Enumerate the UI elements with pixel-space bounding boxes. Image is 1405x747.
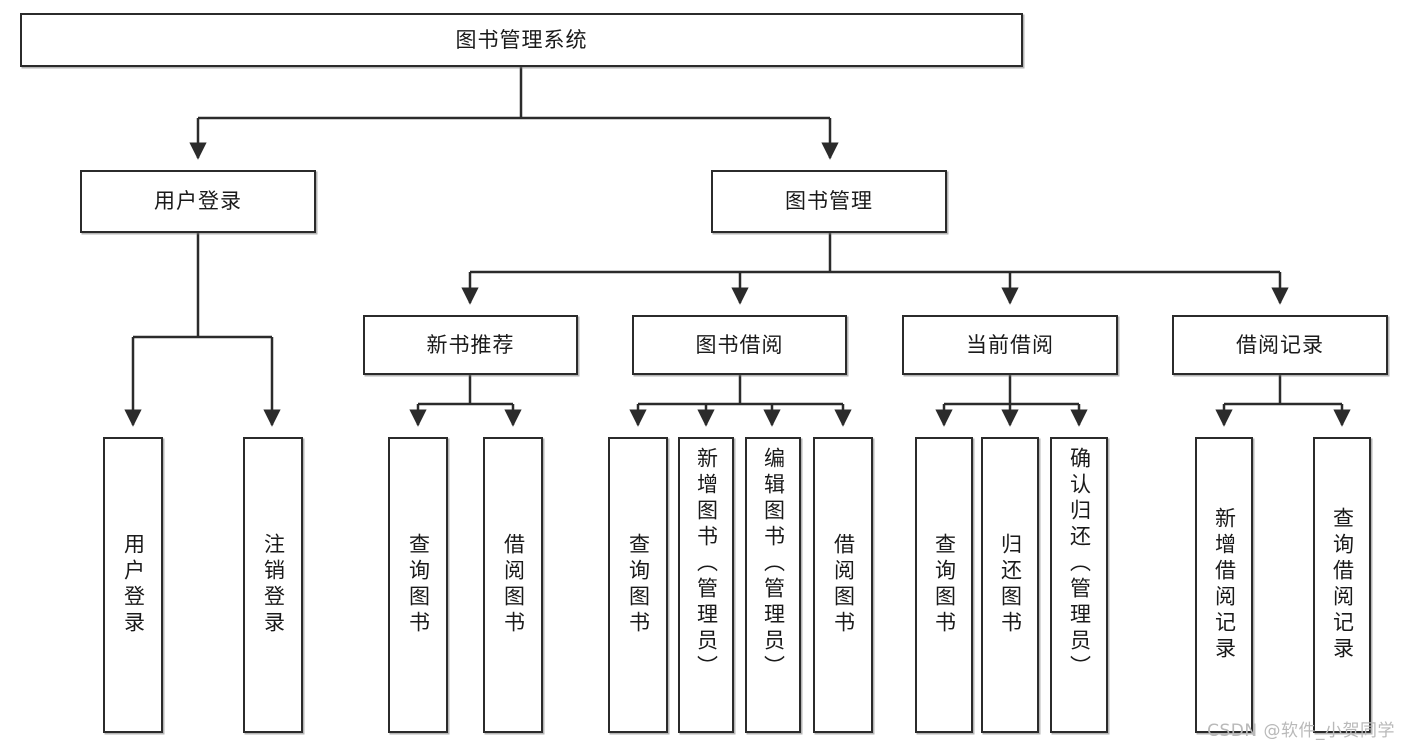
leaf-query-book-recommend[interactable]: 查询图书 [388, 437, 448, 733]
node-new-book-recommend[interactable]: 新书推荐 [363, 315, 578, 375]
node-label: 当前借阅 [966, 332, 1054, 357]
node-label: 新增图书（管理员） [694, 447, 719, 681]
node-label: 用户登录 [154, 189, 242, 214]
node-user-login[interactable]: 用户登录 [80, 170, 316, 233]
node-label: 图书管理 [785, 189, 873, 214]
node-label: 图书管理系统 [455, 27, 588, 52]
leaf-query-book-current[interactable]: 查询图书 [915, 437, 973, 733]
leaf-query-borrow-record[interactable]: 查询借阅记录 [1313, 437, 1371, 733]
node-label: 借阅记录 [1236, 332, 1324, 357]
leaf-add-book-admin[interactable]: 新增图书（管理员） [678, 437, 734, 733]
node-label: 用户登录 [121, 533, 146, 637]
node-label: 确认归还（管理员） [1067, 447, 1092, 681]
leaf-add-borrow-record[interactable]: 新增借阅记录 [1195, 437, 1253, 733]
node-label: 编辑图书（管理员） [761, 447, 786, 681]
leaf-query-book-borrow[interactable]: 查询图书 [608, 437, 668, 733]
node-current-borrow[interactable]: 当前借阅 [902, 315, 1118, 375]
leaf-logout[interactable]: 注销登录 [243, 437, 303, 733]
node-book-management[interactable]: 图书管理 [711, 170, 947, 233]
node-label: 新增借阅记录 [1212, 507, 1237, 663]
node-label: 借阅图书 [831, 533, 856, 637]
node-label: 借阅图书 [501, 533, 526, 637]
node-label: 归还图书 [998, 533, 1023, 637]
leaf-confirm-return-admin[interactable]: 确认归还（管理员） [1050, 437, 1108, 733]
node-book-borrow[interactable]: 图书借阅 [632, 315, 847, 375]
node-label: 图书借阅 [695, 332, 784, 357]
leaf-borrow-book[interactable]: 借阅图书 [813, 437, 873, 733]
leaf-borrow-book-recommend[interactable]: 借阅图书 [483, 437, 543, 733]
leaf-edit-book-admin[interactable]: 编辑图书（管理员） [745, 437, 801, 733]
node-label: 查询图书 [626, 533, 651, 637]
csdn-watermark: CSDN @软件_小贺同学 [1207, 721, 1395, 741]
node-label: 注销登录 [261, 533, 286, 637]
leaf-user-login[interactable]: 用户登录 [103, 437, 163, 733]
node-label: 新书推荐 [426, 332, 515, 357]
node-root-system[interactable]: 图书管理系统 [20, 13, 1023, 67]
node-label: 查询图书 [406, 533, 431, 637]
leaf-return-book[interactable]: 归还图书 [981, 437, 1039, 733]
node-label: 查询图书 [932, 533, 957, 637]
node-borrow-record[interactable]: 借阅记录 [1172, 315, 1388, 375]
node-label: 查询借阅记录 [1330, 507, 1355, 663]
